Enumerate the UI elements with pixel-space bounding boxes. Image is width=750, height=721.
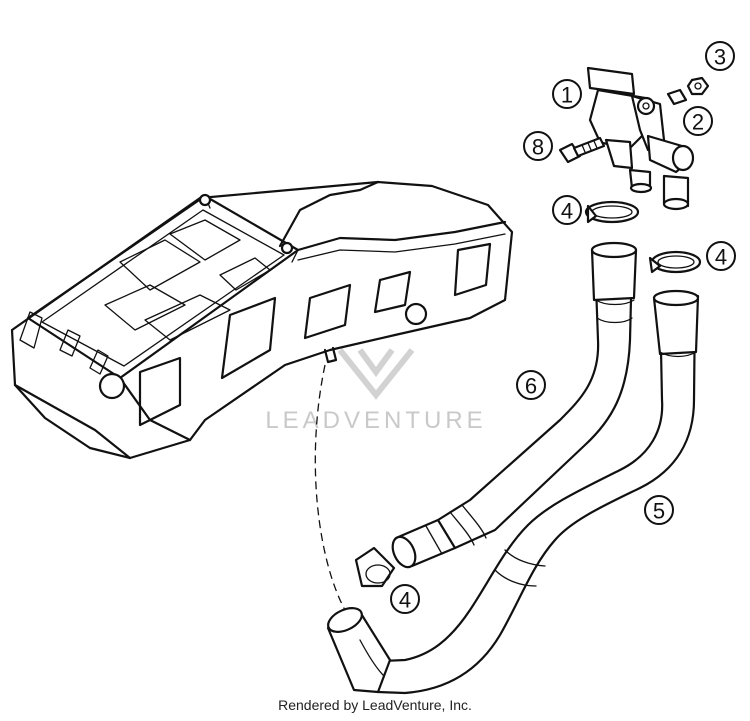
callout-4-lower: 4 bbox=[390, 584, 420, 614]
routing-dashed-line bbox=[314, 364, 346, 611]
callout-6: 6 bbox=[516, 370, 546, 400]
callout-5: 5 bbox=[644, 495, 674, 525]
callout-4-label: 4 bbox=[561, 199, 573, 224]
callout-3: 3 bbox=[705, 41, 735, 71]
callout-4-label: 4 bbox=[715, 245, 727, 270]
airbox-housing bbox=[10, 180, 514, 460]
callout-4-upper-right: 4 bbox=[706, 241, 736, 271]
screw bbox=[558, 136, 606, 164]
cap bbox=[354, 546, 396, 588]
callout-2: 2 bbox=[683, 106, 713, 136]
bush-and-nut bbox=[666, 76, 710, 106]
watermark-logo-icon bbox=[337, 348, 415, 400]
callout-3-label: 3 bbox=[714, 45, 726, 70]
callout-5-label: 5 bbox=[653, 499, 665, 524]
rendered-by-credit: Rendered by LeadVenture, Inc. bbox=[278, 697, 472, 713]
hose-5 bbox=[326, 289, 700, 695]
watermark-text: LEADVENTURE bbox=[265, 407, 486, 434]
callout-1-label: 1 bbox=[561, 83, 573, 108]
callout-6-label: 6 bbox=[525, 374, 537, 399]
callout-4-label: 4 bbox=[399, 588, 411, 613]
callout-2-label: 2 bbox=[692, 110, 704, 135]
valve-assembly bbox=[586, 66, 695, 211]
hose-6 bbox=[391, 241, 638, 569]
callout-8: 8 bbox=[523, 131, 553, 161]
hose-clamps bbox=[584, 200, 702, 274]
watermark: LEADVENTURE bbox=[265, 348, 486, 434]
callout-8-label: 8 bbox=[532, 135, 544, 160]
callout-4-upper-left: 4 bbox=[552, 195, 582, 225]
callout-1: 1 bbox=[552, 79, 582, 109]
